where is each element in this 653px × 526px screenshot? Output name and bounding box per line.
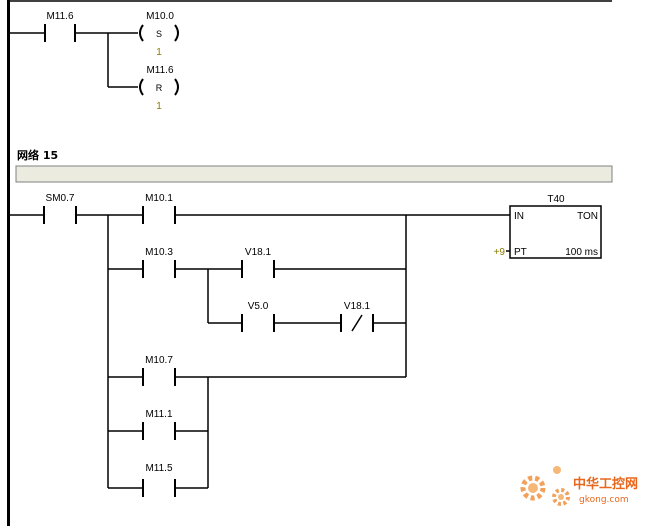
reset-coil[interactable]: M11.6 R 1 xyxy=(139,65,179,112)
coil-type: R xyxy=(156,83,163,93)
contact-no[interactable]: M10.1 xyxy=(142,193,176,224)
watermark: 中华工控网 gkong.com xyxy=(520,466,638,506)
network-comment-box[interactable] xyxy=(15,165,613,183)
contact-no[interactable]: M11.6 xyxy=(44,11,76,42)
timer-base: 100 ms xyxy=(565,247,598,258)
contact-no[interactable]: M10.7 xyxy=(142,355,176,386)
contact-no[interactable]: M11.1 xyxy=(142,409,176,440)
coil-type: S xyxy=(156,29,162,39)
contact-label: M11.1 xyxy=(145,409,172,420)
contact-no[interactable]: V5.0 xyxy=(241,301,275,332)
set-coil[interactable]: M10.0 S 1 xyxy=(139,11,179,58)
contact-no[interactable]: V18.1 xyxy=(241,247,275,278)
contact-label: V18.1 xyxy=(344,301,371,312)
contact-label: V18.1 xyxy=(245,247,272,258)
timer-type: TON xyxy=(577,211,598,222)
timer-in-label: IN xyxy=(514,211,524,222)
contact-label: M10.1 xyxy=(145,193,173,204)
contact-label: V5.0 xyxy=(248,301,269,312)
contact-label: M10.7 xyxy=(145,355,173,366)
coil-count: 1 xyxy=(156,47,162,58)
network-title: 网络 15 xyxy=(17,148,58,162)
contact-label: M10.3 xyxy=(145,247,173,258)
network-prev: M11.6 M10.0 S 1 M11.6 R 1 xyxy=(10,11,179,112)
timer-name: T40 xyxy=(547,194,565,205)
watermark-en: gkong.com xyxy=(579,495,629,505)
power-rail xyxy=(7,0,10,526)
gear-icon xyxy=(520,466,570,506)
contact-nc[interactable]: V18.1 xyxy=(340,301,374,332)
contact-label: SM0.7 xyxy=(46,193,75,204)
coil-operand: M11.6 xyxy=(146,65,173,76)
coil-operand: M10.0 xyxy=(146,11,174,22)
contact-no[interactable]: M11.5 xyxy=(142,463,176,497)
contact-label: M11.5 xyxy=(145,463,172,474)
watermark-cn: 中华工控网 xyxy=(573,476,638,492)
contact-no[interactable]: SM0.7 xyxy=(43,193,77,224)
coil-count: 1 xyxy=(156,101,162,112)
timer-pt-value[interactable]: +9 xyxy=(494,247,506,258)
timer-pt-label: PT xyxy=(514,247,527,258)
contact-label: M11.6 xyxy=(46,11,73,22)
network-15: SM0.7 M10.1 M10.3 V18.1 V5. xyxy=(10,193,602,497)
timer-ton-box[interactable]: T40 IN TON PT 100 ms xyxy=(509,194,602,259)
contact-no[interactable]: M10.3 xyxy=(142,247,176,278)
